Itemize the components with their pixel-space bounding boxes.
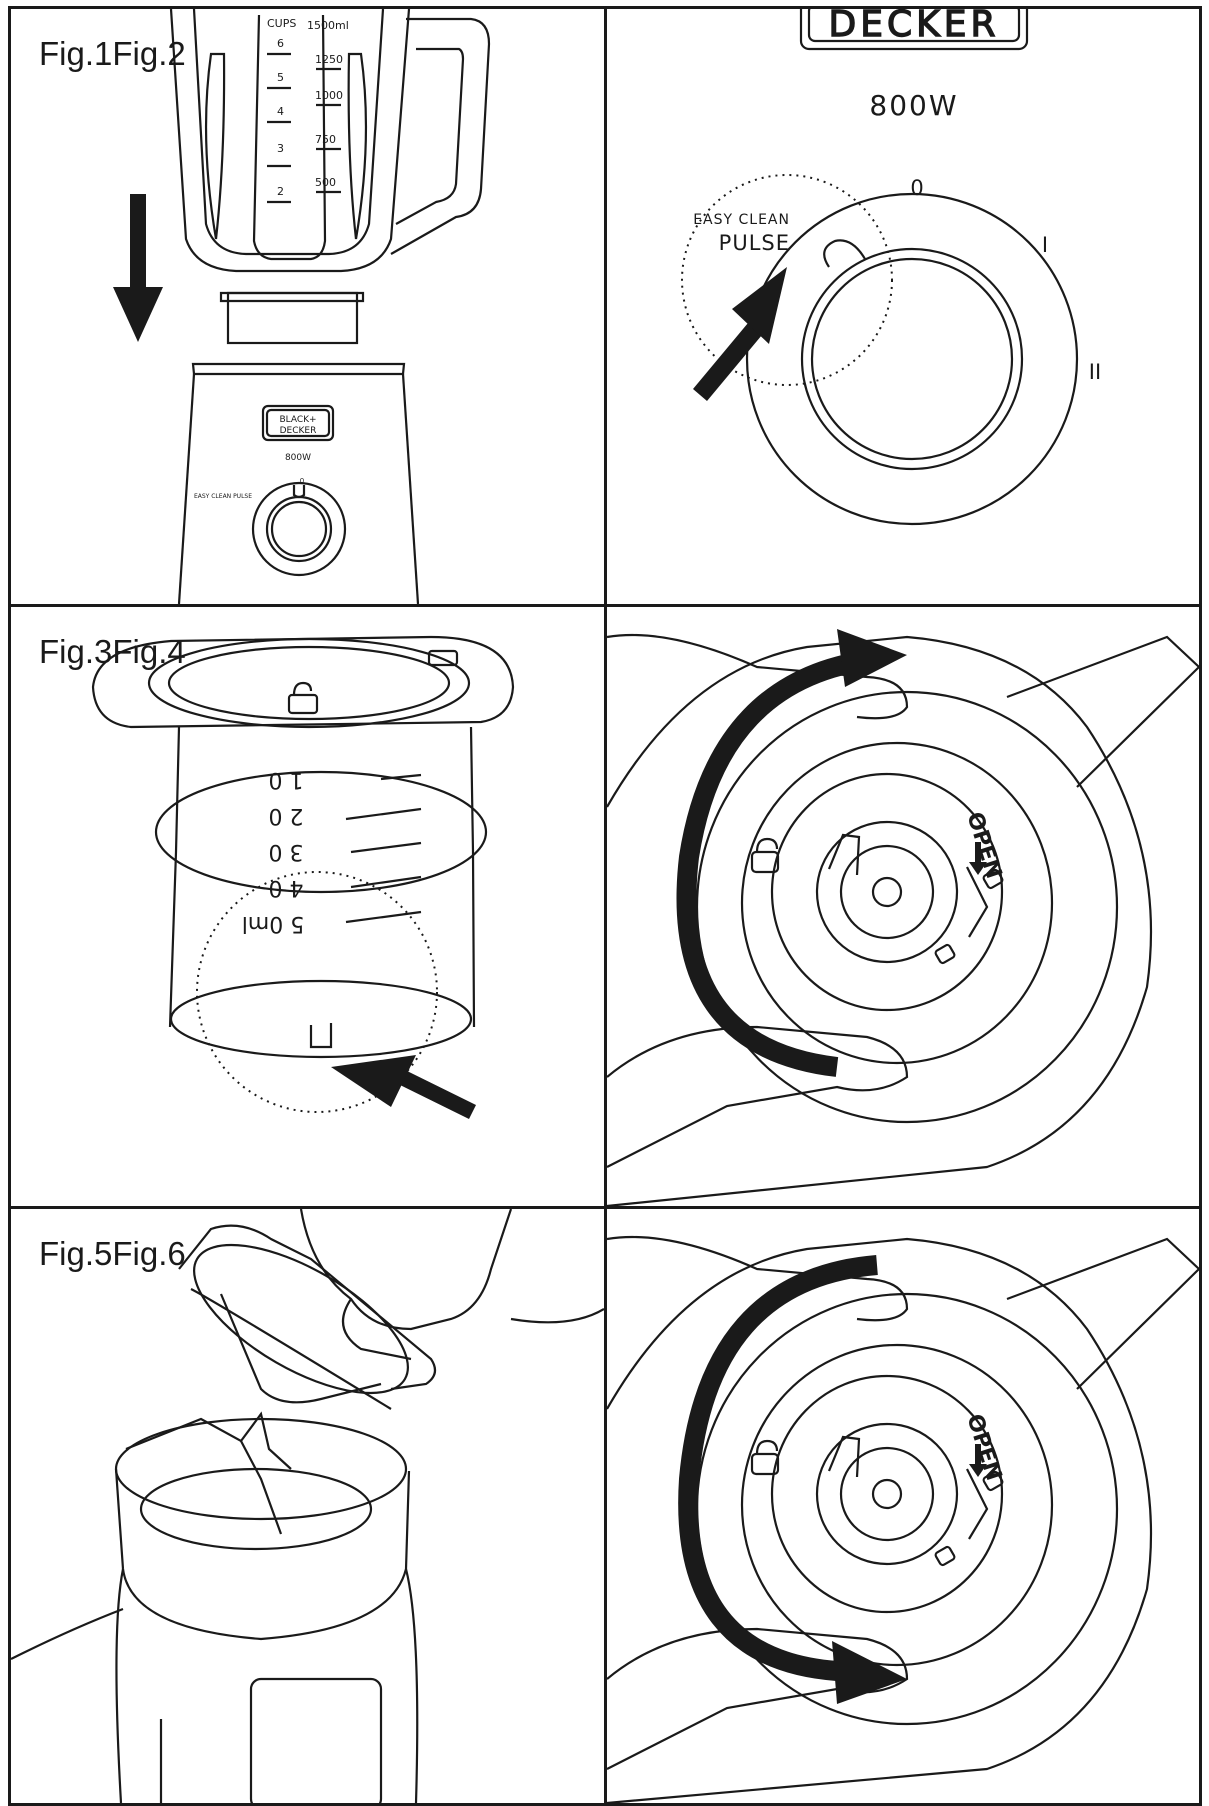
base-dial-top-label: 0 (300, 477, 304, 485)
panel-fig5: Fig.5Fig.6 (8, 1206, 607, 1806)
dial-brand: DECKER (829, 9, 1000, 45)
figure-label: Fig.3Fig.4 (39, 633, 186, 670)
base-brand-top: BLACK+ (279, 415, 316, 425)
figure-label: Fig.1Fig.2 (39, 35, 186, 72)
base-dial-left-label: EASY CLEAN PULSE (194, 493, 252, 500)
dial-power: 800W (869, 89, 958, 122)
cap-mark: 4 0 (269, 875, 304, 900)
jug-cup-mark: 2 (277, 185, 284, 198)
dial-position-2: II (1089, 360, 1101, 384)
jug-cup-mark: 5 (277, 71, 284, 84)
figure-label: Fig.5Fig.6 (39, 1235, 186, 1272)
cap-mark: 3 0 (269, 839, 304, 864)
dial-closeup-illustration: DECKER 800W EASY CLEAN PULSE 0 I II (681, 9, 1101, 526)
jug-ml-mark: 1500ml (307, 19, 349, 32)
jug-ml-mark: 750 (315, 133, 336, 146)
jug-cups-label: CUPS (267, 17, 296, 30)
jug-on-base-illustration: CUPS 6 5 4 3 2 1500ml 1250 1000 750 500 … (113, 9, 491, 604)
unlock-blade-illustration: OPEN (607, 629, 1199, 1206)
dial-position-1: I (1042, 233, 1048, 257)
base-brand-bottom: DECKER (280, 426, 317, 436)
jug-ml-mark: 500 (315, 176, 336, 189)
cap-mark: 2 0 (269, 803, 304, 828)
panel-fig6: OPEN (604, 1206, 1202, 1806)
cap-mark: 1 0 (269, 767, 304, 792)
dial-position-off: 0 (910, 176, 923, 200)
base-power: 800W (285, 453, 311, 463)
remove-blade-illustration (11, 1209, 604, 1803)
jug-cup-mark: 3 (277, 142, 284, 155)
panel-fig1: CUPS 6 5 4 3 2 1500ml 1250 1000 750 500 … (8, 6, 607, 607)
panel-fig4: OPEN (604, 604, 1202, 1209)
lock-blade-illustration: OPEN (607, 1235, 1199, 1803)
jug-ml-mark: 1250 (315, 53, 343, 66)
jug-cup-mark: 4 (277, 105, 284, 118)
panel-fig3: 1 0 2 0 3 0 4 0 5 0ml Fig.3Fig.4 (8, 604, 607, 1209)
dial-easy-clean: EASY CLEAN (693, 212, 790, 228)
panel-fig2: DECKER 800W EASY CLEAN PULSE 0 I II (604, 6, 1202, 607)
jug-cup-mark: 6 (277, 37, 284, 50)
dial-pulse: PULSE (719, 231, 790, 255)
jug-ml-mark: 1000 (315, 89, 343, 102)
measuring-cap-illustration: 1 0 2 0 3 0 4 0 5 0ml (91, 635, 515, 1119)
cap-mark: 5 0ml (242, 911, 305, 936)
